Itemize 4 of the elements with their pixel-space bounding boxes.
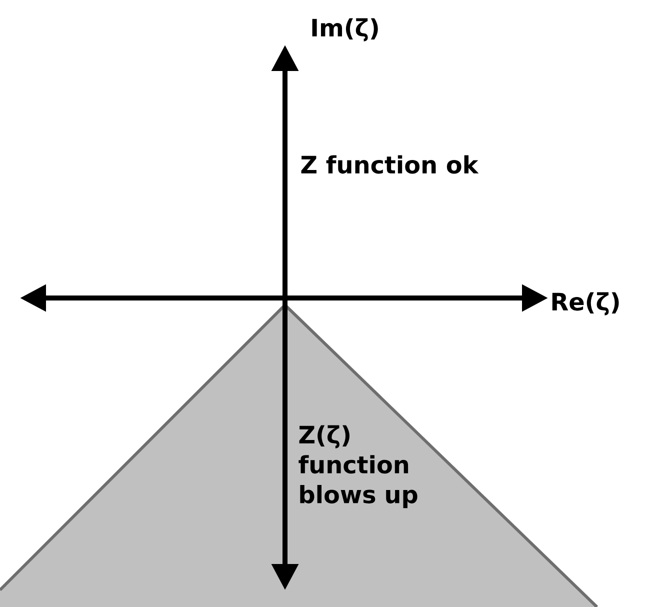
region-label: Z(ζ) function blows up	[298, 425, 418, 508]
axis-label: Re(ζ)	[552, 292, 619, 316]
axis-label: Im(ζ)	[312, 18, 378, 42]
region-label: Z function ok	[301, 155, 479, 174]
